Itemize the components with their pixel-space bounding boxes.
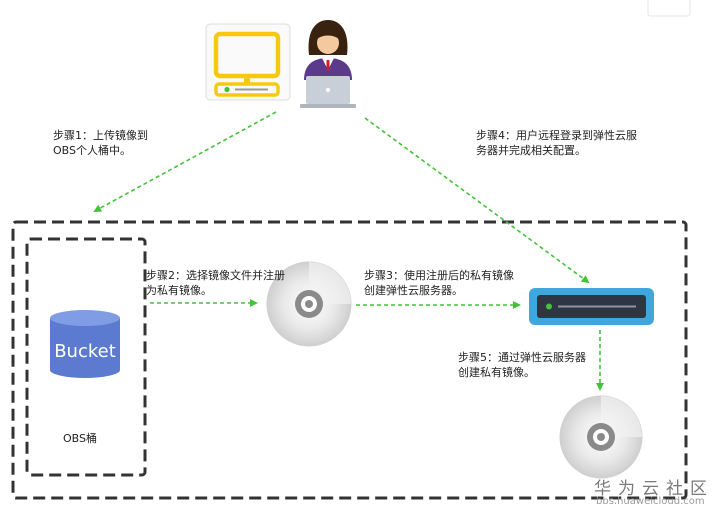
obs-bucket-border (25, 237, 147, 477)
top-right-box (647, 0, 691, 17)
step5-line2: 创建私有镜像。 (458, 366, 535, 379)
step5-line1: 步骤5：通过弹性云服务器 (458, 351, 586, 364)
bucket-icon (50, 310, 120, 378)
bucket-label: Bucket (54, 341, 116, 362)
step3-line1: 步骤3：使用注册后的私有镜像 (364, 269, 514, 282)
step4-label: 步骤4：用户远程登录到弹性云服 务器并完成相关配置。 (476, 128, 637, 158)
step2-line1: 步骤2：选择镜像文件并注册 (146, 269, 285, 282)
disc-icon (266, 261, 352, 347)
disc-icon (559, 395, 643, 479)
step1-line2: OBS个人桶中。 (53, 144, 131, 157)
server-icon (529, 288, 654, 325)
user-icon (300, 20, 356, 108)
step3-label: 步骤3：使用注册后的私有镜像 创建弹性云服务器。 (364, 268, 514, 298)
step4-line2: 务器并完成相关配置。 (476, 144, 586, 157)
step5-label: 步骤5：通过弹性云服务器 创建私有镜像。 (458, 350, 586, 380)
step4-line1: 步骤4：用户远程登录到弹性云服 (476, 129, 637, 142)
watermark-title: 华为云社区 (594, 479, 714, 499)
arrow-step1 (93, 111, 277, 212)
step1-line1: 步骤1：上传镜像到 (53, 129, 148, 142)
step3-line2: 创建弹性云服务器。 (364, 284, 463, 297)
monitor-icon (205, 23, 291, 101)
cloud-region-border (11, 220, 688, 500)
obs-bucket-caption: OBS桶 (63, 432, 97, 445)
watermark-url: bbs.huaweicloud.com (596, 496, 705, 507)
step1-label: 步骤1：上传镜像到 OBS个人桶中。 (53, 128, 148, 158)
flow-arrows (93, 111, 604, 391)
step2-label: 步骤2：选择镜像文件并注册 为私有镜像。 (146, 268, 285, 298)
step2-line2: 为私有镜像。 (146, 284, 212, 297)
